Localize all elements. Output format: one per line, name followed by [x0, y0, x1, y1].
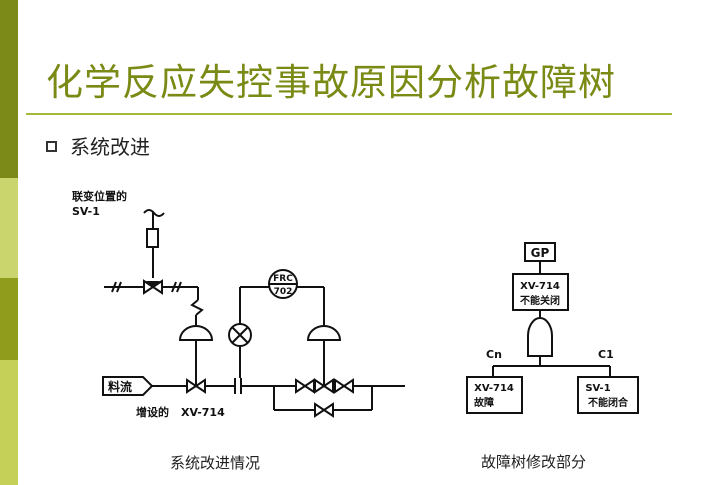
right-event-box — [577, 376, 639, 414]
pipe-break-mark-2 — [116, 281, 122, 293]
xv714-label: XV-714 — [181, 406, 225, 419]
sidebar-stripe-1 — [0, 0, 18, 178]
signal-zigzag — [190, 299, 204, 316]
bypass-valve-icon — [314, 403, 334, 417]
left-event-desc: 故障 — [474, 396, 494, 409]
sidebar-stripes — [0, 0, 18, 485]
bullet-square-icon — [46, 141, 57, 152]
frc-instrument-icon — [268, 269, 298, 299]
feed-label: 料流 — [108, 379, 132, 394]
block-valve-1-icon — [295, 379, 315, 393]
right-branch-code: C1 — [598, 348, 614, 361]
left-process-diagram: 联变位置的 SV-1 料流 增设的 — [72, 189, 405, 419]
pipe-break-mark-1 — [111, 281, 117, 293]
pipe-break-mark-4 — [176, 281, 182, 293]
feed-arrow — [102, 376, 154, 396]
bullet-text: 系统改进 — [70, 135, 150, 159]
top-event-label: GP — [531, 246, 550, 260]
slide-title: 化学反应失控事故原因分析故障树 — [46, 61, 616, 104]
and-gate-icon — [527, 317, 553, 357]
sidebar-stripe-2 — [0, 178, 18, 278]
sv1-position-label: 联变位置的 — [72, 189, 127, 203]
right-diagram-caption: 故障树修改部分 — [481, 453, 587, 471]
right-event-code: SV-1 — [585, 383, 610, 394]
pipe-break-mark-3 — [171, 281, 177, 293]
solenoid-box — [146, 228, 159, 248]
frc-label: FRC — [273, 274, 293, 284]
left-event-code: XV-714 — [474, 383, 514, 394]
gate-output-code: XV-714 — [520, 281, 560, 292]
sidebar-stripe-3 — [0, 278, 18, 360]
sv1-tag-label: SV-1 — [72, 205, 100, 218]
frc-number: 702 — [274, 287, 293, 297]
left-diagram-caption: 系统改进情况 — [170, 454, 261, 472]
block-valve-2-icon — [334, 379, 354, 393]
left-event-box — [466, 376, 523, 414]
title-underline — [26, 113, 672, 115]
control-valve-actuator — [306, 325, 342, 341]
gate-output-desc: 不能关闭 — [520, 294, 560, 307]
flow-element-x2 — [231, 326, 249, 344]
xv714-actuator — [178, 325, 214, 341]
right-event-desc: 不能闭合 — [588, 396, 629, 409]
fault-tree-diagram: GP XV-714 不能关闭 Cn C1 XV-714 故障 SV-1 不能闭合 — [466, 242, 639, 414]
left-branch-code: Cn — [486, 348, 502, 361]
sidebar-stripe-4 — [0, 360, 18, 485]
sv1-actuator — [146, 281, 160, 287]
added-label: 增设的 — [136, 405, 169, 419]
